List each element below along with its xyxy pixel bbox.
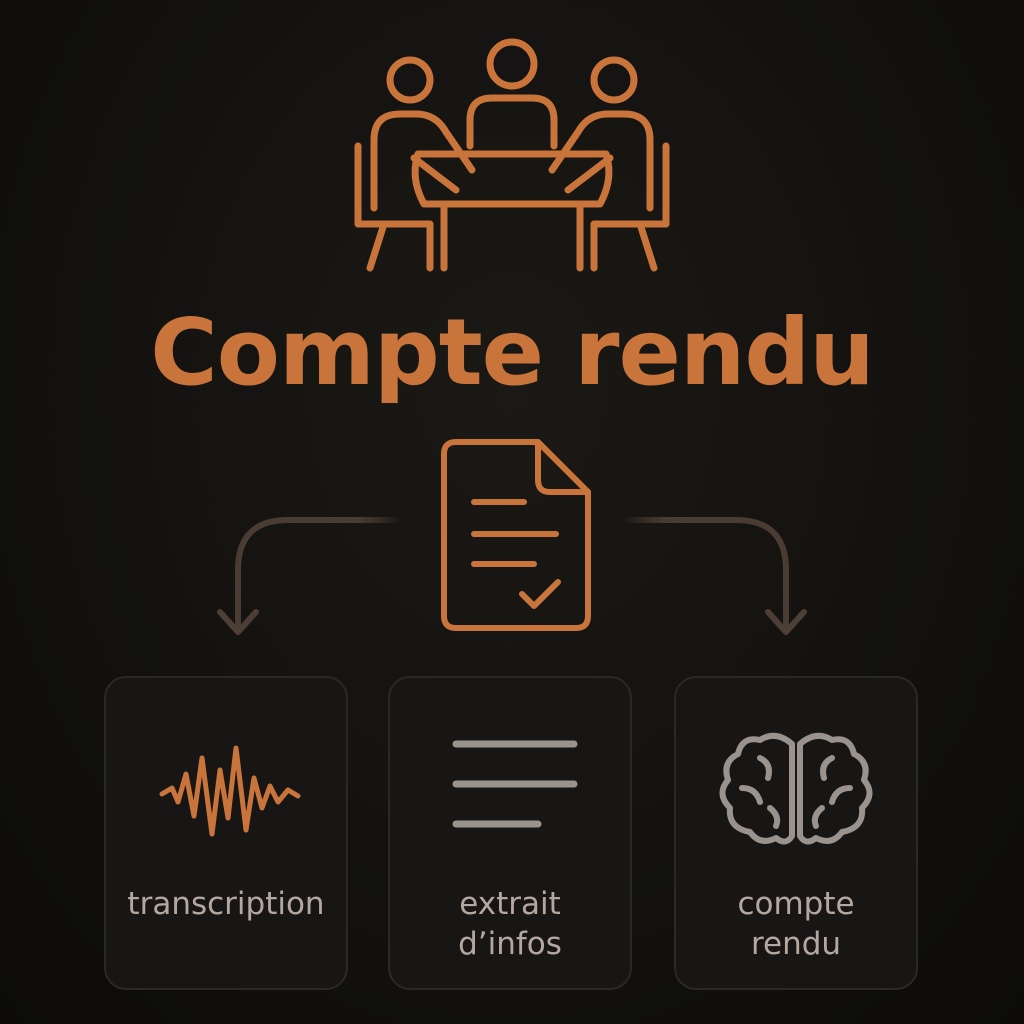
card-label-line2: rendu [750, 926, 842, 962]
arrow-right-icon [621, 517, 807, 635]
card-label-line2: d’infos [458, 926, 562, 962]
flow-diagram [217, 439, 807, 635]
meeting-table-icon [354, 38, 670, 272]
page-title: Compte rendu [150, 299, 874, 406]
card-extract: extrait d’infos [388, 676, 632, 990]
arrow-left-icon [217, 517, 403, 635]
card-transcription: transcription [104, 676, 348, 990]
card-label-line1: extrait [459, 886, 561, 922]
card-label-line1: compte [737, 886, 855, 922]
card-report: compte rendu [674, 676, 918, 990]
card-label-line1: transcription [127, 886, 325, 922]
brain-icon [719, 732, 873, 845]
audio-waveform-icon [159, 745, 301, 837]
document-check-icon [441, 439, 591, 631]
text-lines-icon [452, 740, 578, 828]
